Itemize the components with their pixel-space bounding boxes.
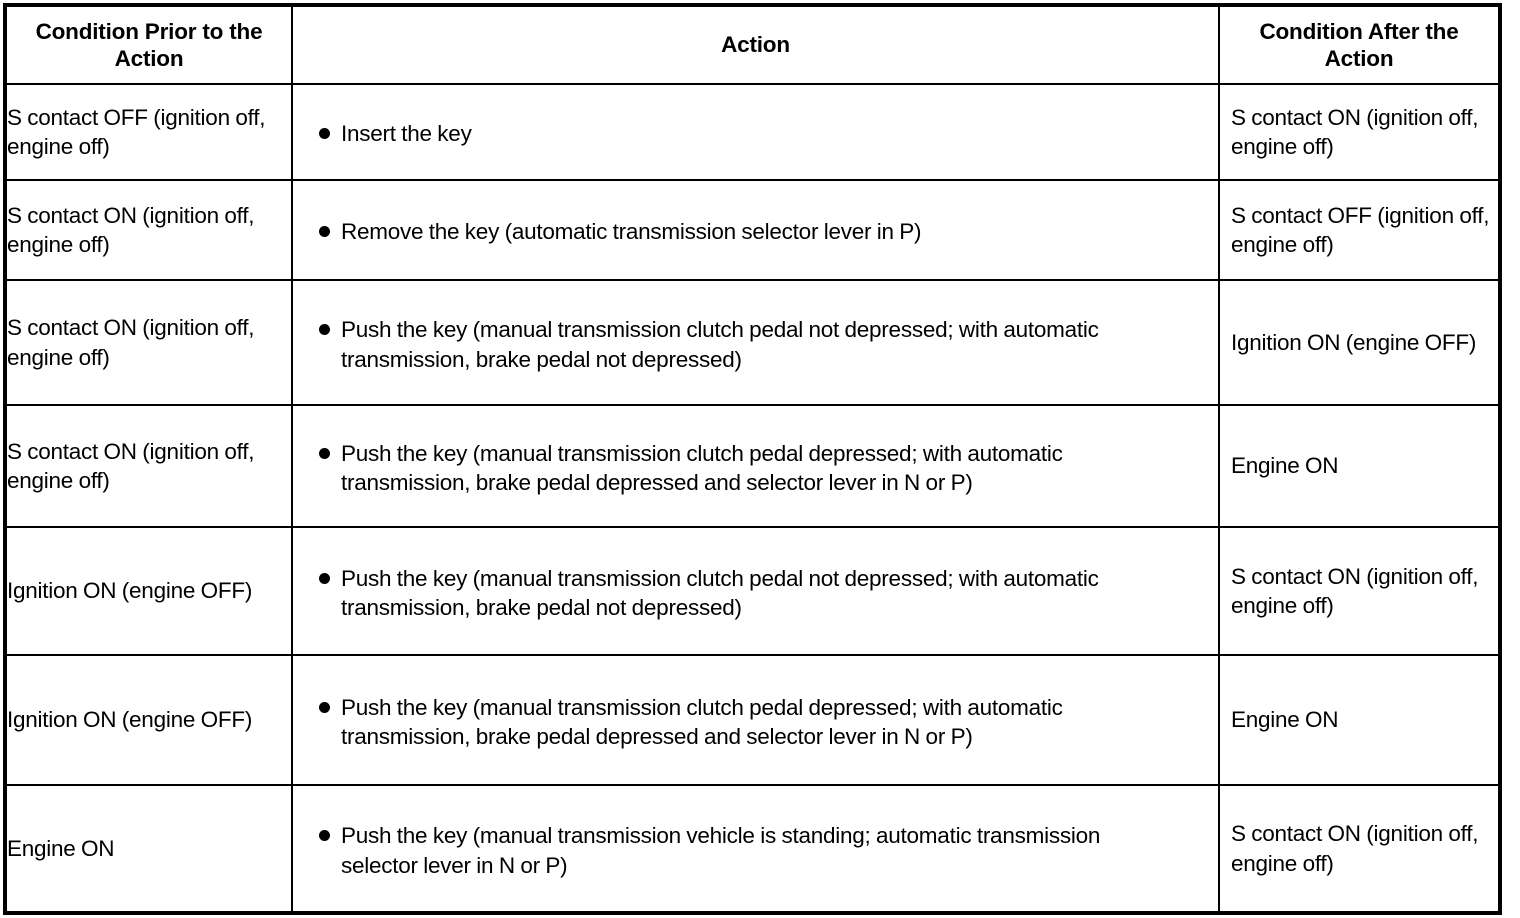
bullet-icon	[319, 448, 341, 459]
table-row: S contact ON (ignition off, engine off) …	[4, 404, 1501, 528]
state-transition-table: Condition Prior to the Action Action Con…	[3, 3, 1502, 915]
table-row: S contact ON (ignition off, engine off) …	[4, 179, 1501, 281]
state-transition-table-container: Condition Prior to the Action Action Con…	[3, 3, 1502, 915]
action-bullet-item: Push the key (manual transmission clutch…	[293, 550, 1218, 633]
table-row: Ignition ON (engine OFF) Push the key (m…	[4, 526, 1501, 656]
bullet-icon	[319, 830, 341, 841]
action-bullet-item: Remove the key (automatic transmission s…	[293, 203, 1218, 256]
action-text: Insert the key	[341, 121, 472, 147]
cell-action: Push the key (manual transmission clutch…	[291, 279, 1220, 406]
cell-condition-prior: S contact ON (ignition off, engine off)	[4, 279, 293, 406]
bullet-icon	[319, 324, 341, 335]
cell-condition-prior: Ignition ON (engine OFF)	[4, 526, 293, 656]
bullet-icon	[319, 128, 341, 139]
cell-condition-prior: S contact ON (ignition off, engine off)	[4, 179, 293, 281]
column-header-action: Action	[291, 4, 1220, 85]
action-bullet-item: Insert the key	[293, 105, 1218, 158]
action-text: Push the key (manual transmission vehicl…	[341, 823, 1101, 878]
cell-action: Remove the key (automatic transmission s…	[291, 179, 1220, 281]
action-bullet-item: Push the key (manual transmission vehicl…	[293, 807, 1218, 890]
bullet-icon	[319, 573, 341, 584]
header-row: Condition Prior to the Action Action Con…	[4, 4, 1501, 85]
cell-condition-prior: S contact OFF (ignition off, engine off)	[4, 83, 293, 181]
cell-condition-after: Engine ON	[1218, 404, 1501, 528]
cell-condition-prior: Engine ON	[4, 784, 293, 914]
action-text: Push the key (manual transmission clutch…	[341, 694, 1063, 749]
cell-condition-after: Ignition ON (engine OFF)	[1218, 279, 1501, 406]
cell-action: Push the key (manual transmission vehicl…	[291, 784, 1220, 914]
cell-condition-after: S contact ON (ignition off, engine off)	[1218, 526, 1501, 656]
column-header-condition-prior: Condition Prior to the Action	[4, 4, 293, 85]
cell-action: Insert the key	[291, 83, 1220, 181]
action-bullet-item: Push the key (manual transmission clutch…	[293, 679, 1218, 762]
cell-condition-after: S contact ON (ignition off, engine off)	[1218, 784, 1501, 914]
cell-condition-after: S contact ON (ignition off, engine off)	[1218, 83, 1501, 181]
cell-condition-after: Engine ON	[1218, 654, 1501, 786]
bullet-icon	[319, 702, 341, 713]
table-header: Condition Prior to the Action Action Con…	[4, 4, 1501, 85]
table-row: S contact OFF (ignition off, engine off)…	[4, 83, 1501, 181]
cell-condition-prior: Ignition ON (engine OFF)	[4, 654, 293, 786]
table-row: Ignition ON (engine OFF) Push the key (m…	[4, 654, 1501, 786]
action-text: Push the key (manual transmission clutch…	[341, 317, 1099, 372]
action-text: Push the key (manual transmission clutch…	[341, 565, 1099, 620]
cell-condition-prior: S contact ON (ignition off, engine off)	[4, 404, 293, 528]
table-body: S contact OFF (ignition off, engine off)…	[4, 83, 1501, 914]
action-text: Remove the key (automatic transmission s…	[341, 219, 922, 245]
column-header-condition-after: Condition After the Action	[1218, 4, 1501, 85]
cell-action: Push the key (manual transmission clutch…	[291, 526, 1220, 656]
action-bullet-item: Push the key (manual transmission clutch…	[293, 425, 1218, 508]
cell-action: Push the key (manual transmission clutch…	[291, 654, 1220, 786]
cell-condition-after: S contact OFF (ignition off, engine off)	[1218, 179, 1501, 281]
action-text: Push the key (manual transmission clutch…	[341, 440, 1063, 495]
cell-action: Push the key (manual transmission clutch…	[291, 404, 1220, 528]
table-row: Engine ON Push the key (manual transmiss…	[4, 784, 1501, 914]
table-row: S contact ON (ignition off, engine off) …	[4, 279, 1501, 406]
bullet-icon	[319, 226, 341, 237]
action-bullet-item: Push the key (manual transmission clutch…	[293, 301, 1218, 384]
